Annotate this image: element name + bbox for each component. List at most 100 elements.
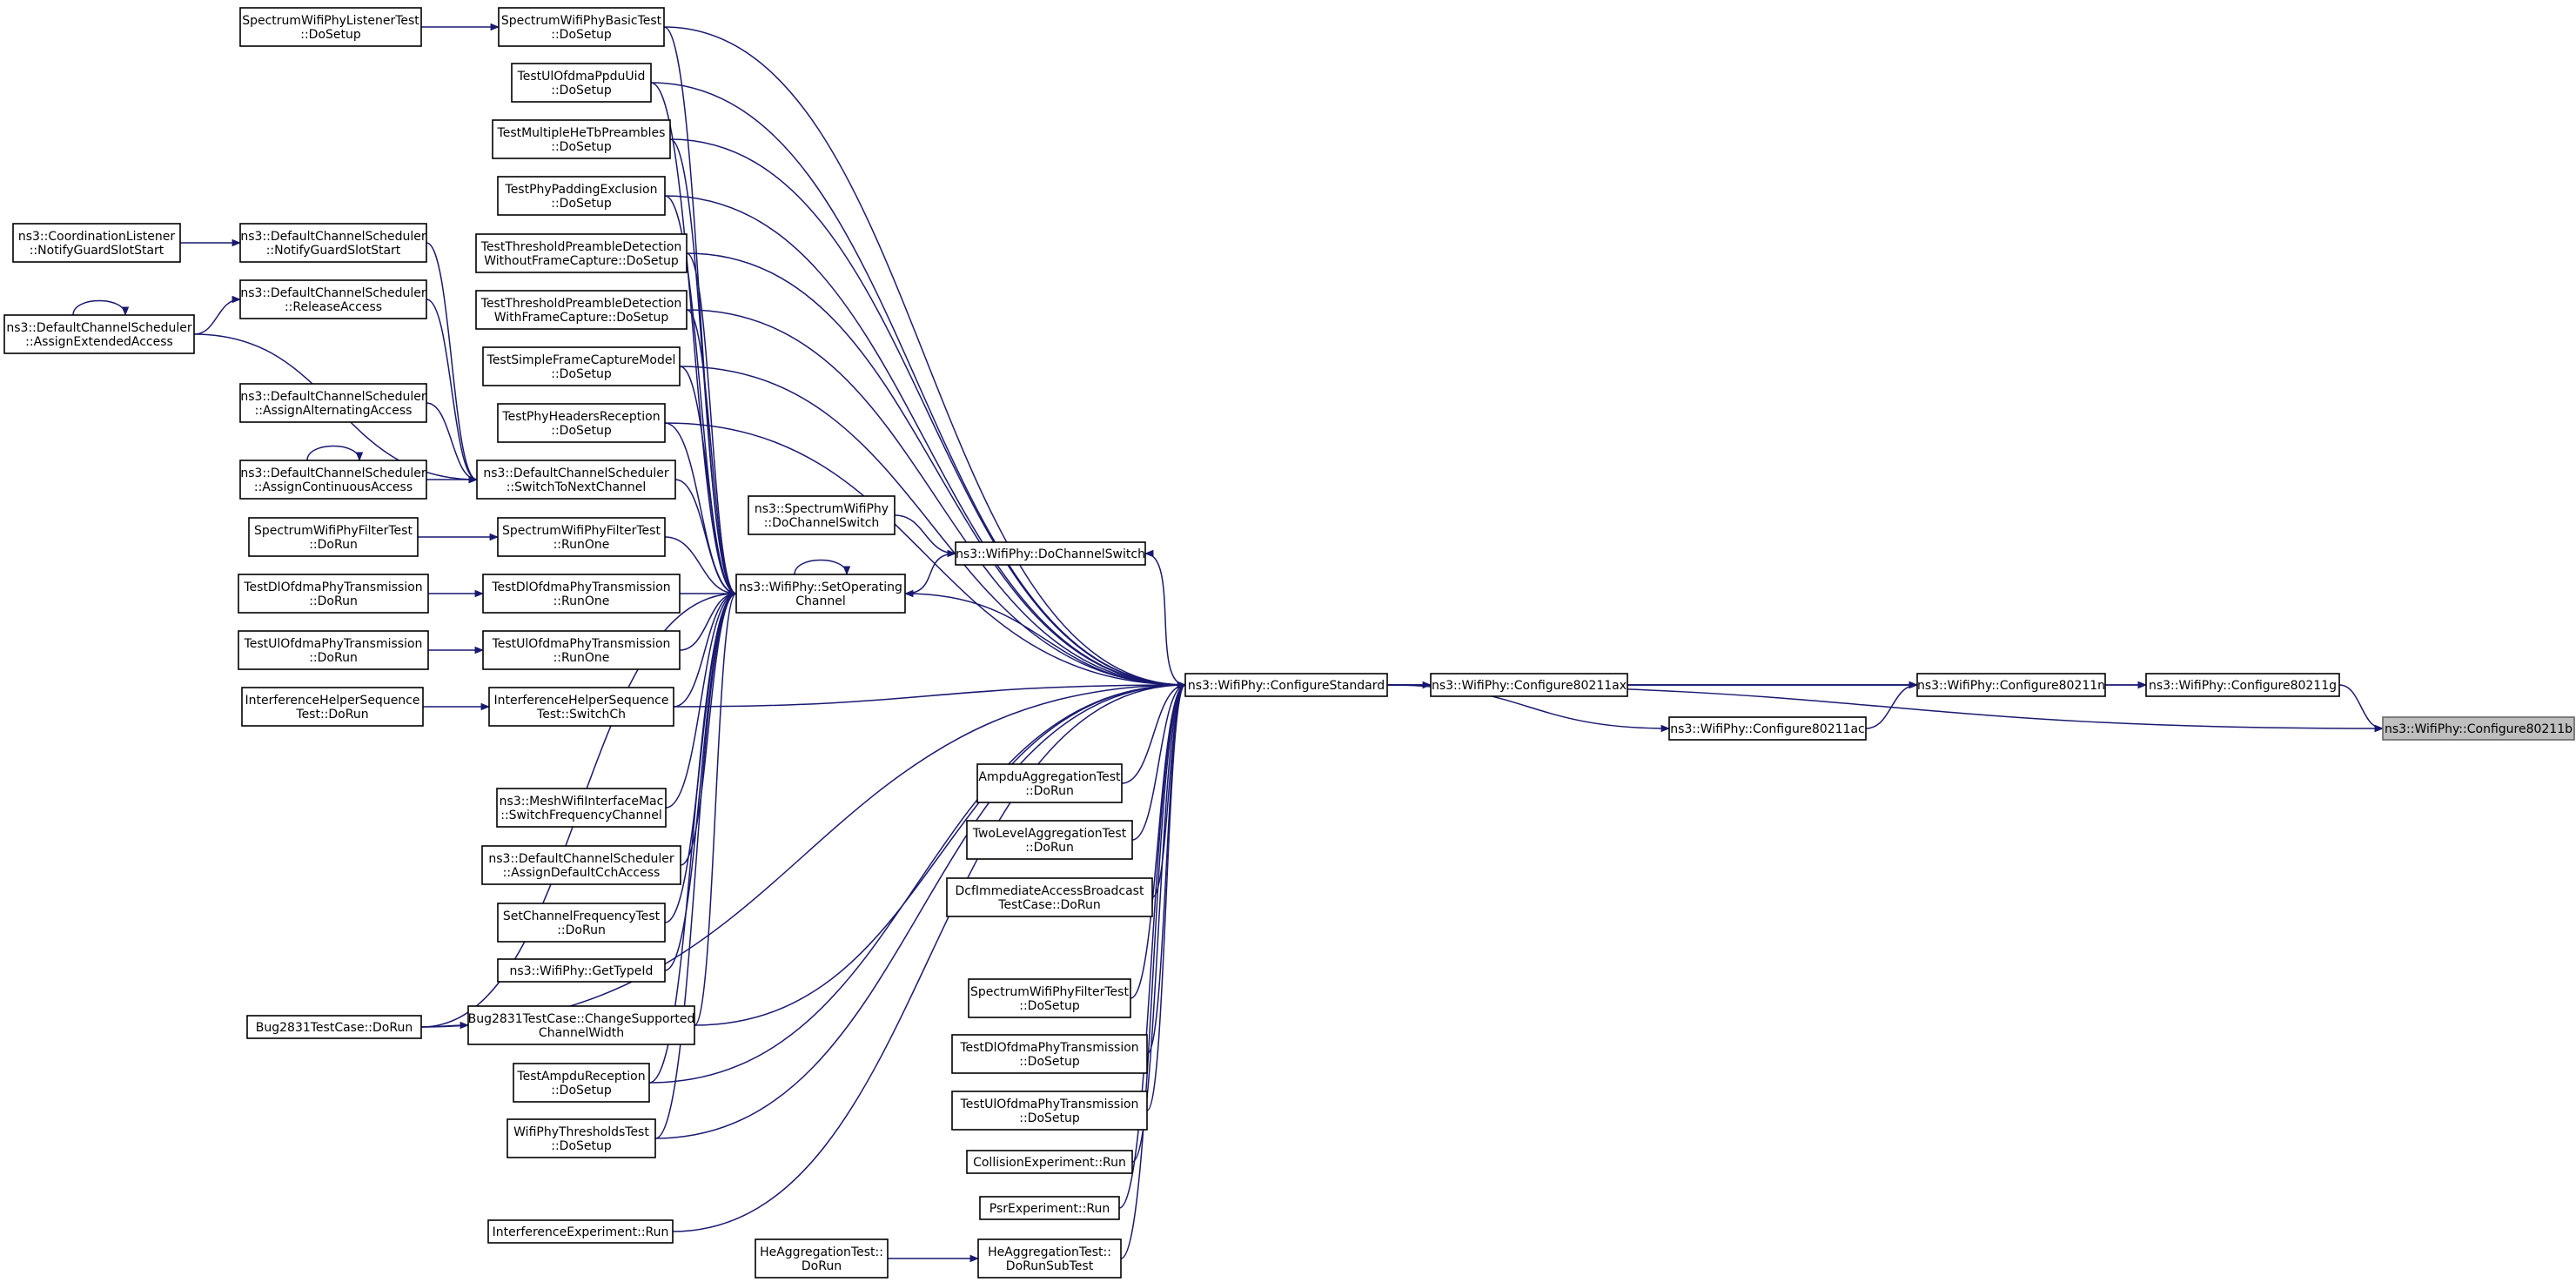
node-c80211n[interactable]: ns3::WifiPhy::Configure80211n: [1916, 673, 2106, 697]
edge-simplefc-to-cstd: [679, 366, 1187, 689]
node-swlistener[interactable]: SpectrumWifiPhyListenerTest::DoSetup: [239, 7, 422, 47]
node-label: ::DoSetup: [1019, 1055, 1080, 1069]
node-label: ::NotifyGuardSlotStart: [266, 244, 401, 258]
node-label: AmpduAggregationTest: [978, 770, 1121, 784]
edge-ihswitch-to-cstd: [673, 681, 1187, 708]
node-twolevel[interactable]: TwoLevelAggregationTest::DoRun: [966, 820, 1133, 860]
node-c80211g[interactable]: ns3::WifiPhy::Configure80211g: [2145, 673, 2340, 697]
node-label: DoRun: [802, 1259, 842, 1273]
node-box: [239, 223, 427, 263]
node-dldorun[interactable]: TestDlOfdmaPhyTransmission::DoRun: [238, 574, 429, 614]
node-uldorun[interactable]: TestUlOfdmaPhyTransmission::DoRun: [238, 630, 429, 670]
edge-ampdurecv-to-setop: [648, 589, 738, 1084]
node-gettypeid[interactable]: ns3::WifiPhy::GetTypeId: [497, 958, 666, 983]
node-box: [496, 788, 667, 828]
node-filterrunone[interactable]: SpectrumWifiPhyFilterTest::RunOne: [497, 517, 666, 557]
node-thrwith[interactable]: TestThresholdPreambleDetectionWithFrameC…: [475, 290, 688, 330]
node-setfreq[interactable]: SetChannelFrequencyTest::DoRun: [497, 903, 666, 943]
edge-interfexp-to-cstd: [672, 681, 1187, 1232]
node-box: [966, 820, 1133, 860]
node-label: HeAggregationTest::: [760, 1245, 883, 1259]
edge-thresholds-to-cstd: [654, 681, 1187, 1139]
node-thrwithout[interactable]: TestThresholdPreambleDetectionWithoutFra…: [475, 233, 688, 273]
node-box: [238, 630, 429, 670]
node-psr[interactable]: PsrExperiment::Run: [979, 1196, 1120, 1220]
node-continuous[interactable]: ns3::DefaultChannelScheduler::AssignCont…: [239, 460, 427, 500]
node-label: Bug2831TestCase::ChangeSupported: [468, 1012, 695, 1026]
node-label: ns3::WifiPhy::Configure80211g: [2149, 679, 2337, 693]
node-thresholds[interactable]: WifiPhyThresholdsTest::DoSetup: [506, 1118, 656, 1158]
node-label: SpectrumWifiPhyBasicTest: [501, 14, 662, 28]
node-box: [2382, 716, 2575, 741]
node-label: ::DoSetup: [551, 28, 612, 42]
edge-defcch-to-setop: [680, 589, 738, 866]
node-switchnext[interactable]: ns3::DefaultChannelScheduler::SwitchToNe…: [476, 460, 676, 500]
node-swbasic[interactable]: SpectrumWifiPhyBasicTest::DoSetup: [498, 7, 665, 47]
node-box: [487, 1219, 674, 1244]
node-hedorun[interactable]: HeAggregationTest::DoRun: [755, 1238, 889, 1279]
node-coordguard[interactable]: ns3::CoordinationListener::NotifyGuardSl…: [12, 223, 181, 263]
node-mesh[interactable]: ns3::MeshWifiInterfaceMac::SwitchFrequen…: [496, 788, 667, 828]
edge-simplefc-to-setop: [679, 366, 738, 598]
node-label: ns3::WifiPhy::GetTypeId: [510, 964, 654, 978]
node-headers[interactable]: TestPhyHeadersReception::DoSetup: [497, 403, 666, 443]
node-filterdorun[interactable]: SpectrumWifiPhyFilterTest::DoRun: [248, 517, 419, 557]
node-ampdurecv[interactable]: TestAmpduReception::DoSetup: [513, 1063, 650, 1103]
node-cstd[interactable]: ns3::WifiPhy::ConfigureStandard: [1184, 673, 1388, 697]
node-ulrunone[interactable]: TestUlOfdmaPhyTransmission::RunOne: [482, 630, 681, 670]
node-dlrunone[interactable]: TestDlOfdmaPhyTransmission::RunOne: [482, 574, 681, 614]
node-collision[interactable]: CollisionExperiment::Run: [966, 1150, 1133, 1174]
node-box: [248, 517, 419, 557]
node-interfexp[interactable]: InterferenceExperiment::Run: [487, 1219, 674, 1244]
node-label: ::DoSetup: [551, 424, 612, 438]
node-release[interactable]: ns3::DefaultChannelScheduler::ReleaseAcc…: [239, 279, 427, 319]
node-hesub[interactable]: HeAggregationTest::DoRunSubTest: [977, 1238, 1122, 1279]
node-box: [735, 574, 906, 614]
node-c80211ax[interactable]: ns3::WifiPhy::Configure80211ax: [1430, 673, 1628, 697]
node-label: ns3::WifiPhy::Configure80211n: [1917, 679, 2105, 693]
node-dcfbcast[interactable]: DcfImmediateAccessBroadcastTestCase::DoR…: [946, 877, 1153, 917]
node-multihe[interactable]: TestMultipleHeTbPreambles::DoSetup: [492, 119, 671, 159]
node-box: [482, 574, 681, 614]
node-label: TestDlOfdmaPhyTransmission: [959, 1041, 1138, 1055]
node-filtersetup[interactable]: SpectrumWifiPhyFilterTest::DoSetup: [968, 978, 1131, 1018]
node-box: [475, 233, 688, 273]
node-focus[interactable]: ns3::WifiPhy::Configure80211b: [2382, 716, 2575, 741]
node-bugchange[interactable]: Bug2831TestCase::ChangeSupportedChannelW…: [467, 1005, 695, 1045]
node-label: ::DoSetup: [1019, 999, 1080, 1013]
node-box: [955, 541, 1146, 566]
node-ulppdu[interactable]: TestUlOfdmaPpduUid::DoSetup: [511, 63, 652, 103]
edge-hesub-to-cstd: [1120, 681, 1187, 1259]
node-label: Test::SwitchCh: [536, 708, 626, 722]
node-box: [951, 1034, 1148, 1074]
node-label: Test::DoRun: [295, 708, 368, 722]
edge-swbasic-to-cstd: [663, 26, 1187, 689]
edge-headers-to-cstd: [664, 422, 1187, 689]
node-padding[interactable]: TestPhyPaddingExclusion::DoSetup: [497, 176, 666, 216]
node-box: [951, 1091, 1148, 1131]
node-box: [475, 290, 688, 330]
node-dochsw[interactable]: ns3::WifiPhy::DoChannelSwitch: [955, 541, 1146, 566]
node-box: [976, 763, 1123, 803]
node-label: ns3::WifiPhy::SetOperating: [739, 581, 902, 594]
node-simplefc[interactable]: TestSimpleFrameCaptureModel::DoSetup: [482, 346, 681, 386]
node-box: [239, 279, 427, 319]
edge-ihswitch-to-setop: [673, 589, 738, 708]
node-box: [482, 630, 681, 670]
node-ampduagg[interactable]: AmpduAggregationTest::DoRun: [976, 763, 1123, 803]
node-extended[interactable]: ns3::DefaultChannelScheduler::AssignExte…: [3, 314, 195, 354]
node-defcch[interactable]: ns3::DefaultChannelScheduler::AssignDefa…: [481, 845, 681, 885]
node-label: InterferenceHelperSequence: [245, 694, 420, 708]
node-c80211ac[interactable]: ns3::WifiPhy::Configure80211ac: [1668, 716, 1867, 741]
node-notifyguard[interactable]: ns3::DefaultChannelScheduler::NotifyGuar…: [239, 223, 427, 263]
node-alternating[interactable]: ns3::DefaultChannelScheduler::AssignAlte…: [239, 383, 427, 423]
node-dlsetup[interactable]: TestDlOfdmaPhyTransmission::DoSetup: [951, 1034, 1148, 1074]
node-ulsetup[interactable]: TestUlOfdmaPhyTransmission::DoSetup: [951, 1091, 1148, 1131]
node-bugdorun[interactable]: Bug2831TestCase::DoRun: [246, 1015, 422, 1039]
node-label: InterferenceHelperSequence: [494, 694, 669, 708]
node-specdochsw[interactable]: ns3::SpectrumWifiPhy::DoChannelSwitch: [748, 495, 896, 535]
